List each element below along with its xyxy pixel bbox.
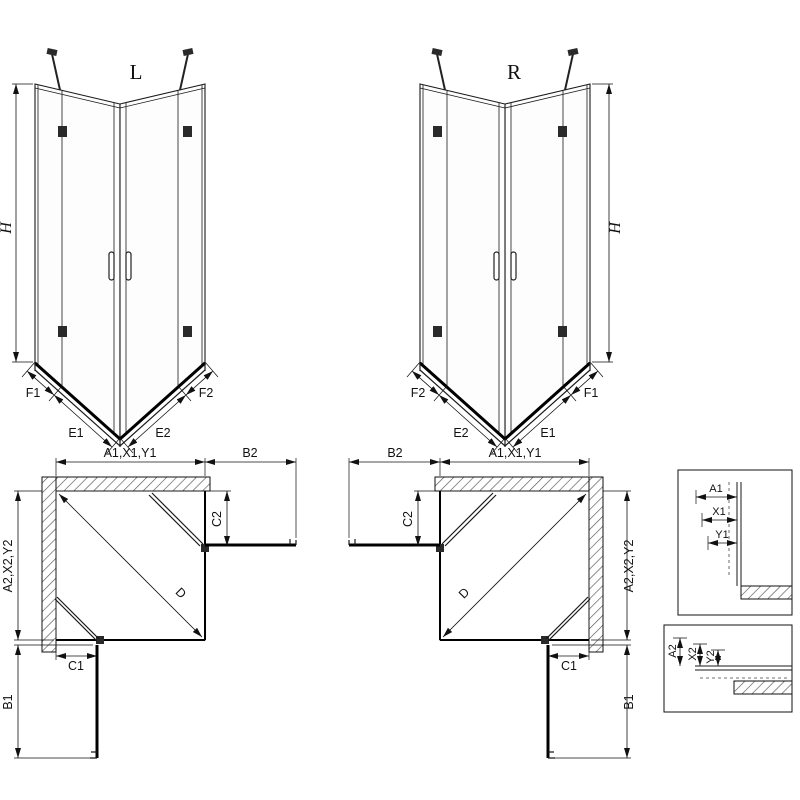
handle-icon: [125, 251, 132, 281]
hinge-icon: [436, 544, 444, 552]
wall-section: [733, 680, 793, 695]
variant-label-left: L: [130, 60, 143, 84]
plan-braces: [54, 492, 204, 642]
hinge-icon: [58, 326, 67, 337]
dimension-widths: F2 E2 E1 F1: [406, 361, 604, 454]
detail-profile-bottom: A2 X2 Y2: [663, 624, 793, 713]
hinge-icon: [541, 636, 549, 644]
front-view-right: H F2 E2 E1 F1 R: [406, 48, 624, 454]
dimension-widths: F1 E1 E2 F2: [21, 361, 219, 454]
diagonal-dimension: D: [58, 493, 203, 638]
hinges: [433, 126, 567, 337]
handle-icon: [108, 251, 115, 281]
wall-right: [588, 476, 604, 653]
dim-label-h: H: [607, 221, 624, 235]
hinge-icon: [183, 326, 192, 337]
plan-dimensions: A1,X1,Y1 B2 C2 A2,X2,Y2 B1 C1: [1, 446, 297, 759]
dim-label-c2: C2: [210, 511, 224, 527]
dim-label-f1: F1: [26, 386, 41, 400]
dim-label-a1x1y1: A1,X1,Y1: [104, 446, 157, 460]
dim-label-f2: F2: [411, 386, 426, 400]
diagonal-dimension: D: [442, 493, 587, 638]
detail-profile-top: A1 X1 Y1: [677, 469, 793, 616]
front-view-left: H F1 E1 E2 F2 L: [0, 48, 219, 454]
wall-left: [41, 476, 57, 653]
dim-label-d: D: [173, 585, 189, 601]
dim-label-c1: C1: [68, 659, 84, 673]
dim-label-b2: B2: [242, 446, 257, 460]
door-handles: [493, 251, 517, 281]
hinges: [58, 126, 192, 337]
dim-label-e1: E1: [68, 426, 83, 440]
plan-view-left: D A1,X1,Y1 B2 C2 A2,X2,Y2 B1 C1: [1, 446, 297, 759]
support-braces: [46, 48, 194, 91]
brace-mount-left: [431, 48, 443, 56]
hinge-icon: [183, 126, 192, 137]
wall-top: [41, 476, 211, 492]
variant-label-right: R: [507, 60, 521, 84]
dimension-height: H: [0, 83, 33, 363]
glass-panels: [34, 83, 206, 440]
hinge-icon: [558, 326, 567, 337]
dim-label-a2x2y2: A2,X2,Y2: [622, 540, 636, 593]
shower-tray: [34, 361, 206, 447]
brace-mount-right: [182, 48, 194, 56]
wall-top: [434, 476, 604, 492]
dim-label-f2: F2: [199, 386, 214, 400]
handle-icon: [493, 251, 500, 281]
brace-mount-left: [46, 48, 58, 56]
dim-label-c2: C2: [401, 511, 415, 527]
glass-profile: [736, 482, 742, 586]
open-doors: [348, 539, 555, 759]
shower-tray: [419, 361, 591, 447]
dim-label-y1: Y1: [715, 529, 728, 541]
detail-frame: [663, 624, 793, 713]
dim-label-x2: X2: [687, 647, 699, 660]
hinge-icon: [201, 544, 209, 552]
hinge-icon: [433, 326, 442, 337]
dim-label-h: H: [0, 221, 15, 235]
plan-dimensions: B2 A1,X1,Y1 C2 A2,X2,Y2 B1 C1: [348, 446, 636, 759]
plan-braces: [441, 492, 591, 642]
dim-label-e2: E2: [155, 426, 170, 440]
detail-frame: [677, 469, 793, 616]
glass-profile: [695, 665, 792, 671]
dim-label-e2: E2: [453, 426, 468, 440]
door-handles: [108, 251, 132, 281]
support-braces: [431, 48, 579, 91]
dim-label-e1: E1: [540, 426, 555, 440]
hinge-icon: [558, 126, 567, 137]
dim-label-b1: B1: [622, 694, 636, 709]
brace-mount-right: [567, 48, 579, 56]
dim-label-d: D: [456, 585, 472, 601]
dim-label-a2: A2: [667, 644, 679, 657]
dim-label-a1: A1: [709, 483, 722, 495]
dimension-height: H: [592, 83, 624, 363]
dim-label-b2: B2: [387, 446, 402, 460]
plan-view-right: D B2 A1,X1,Y1 C2 A2,X2,Y2 B1 C1: [348, 446, 636, 759]
dim-label-y2: Y2: [705, 650, 717, 663]
hinge-icon: [433, 126, 442, 137]
hinge-icon: [58, 126, 67, 137]
dim-label-x1: X1: [712, 506, 725, 518]
wall-section: [740, 585, 793, 600]
dim-label-c1: C1: [561, 659, 577, 673]
open-doors: [90, 539, 297, 759]
hinge-icon: [96, 636, 104, 644]
dim-label-a1x1y1: A1,X1,Y1: [489, 446, 542, 460]
dim-label-b1: B1: [1, 694, 15, 709]
dim-label-a2x2y2: A2,X2,Y2: [1, 540, 15, 593]
handle-icon: [510, 251, 517, 281]
dim-label-f1: F1: [584, 386, 599, 400]
